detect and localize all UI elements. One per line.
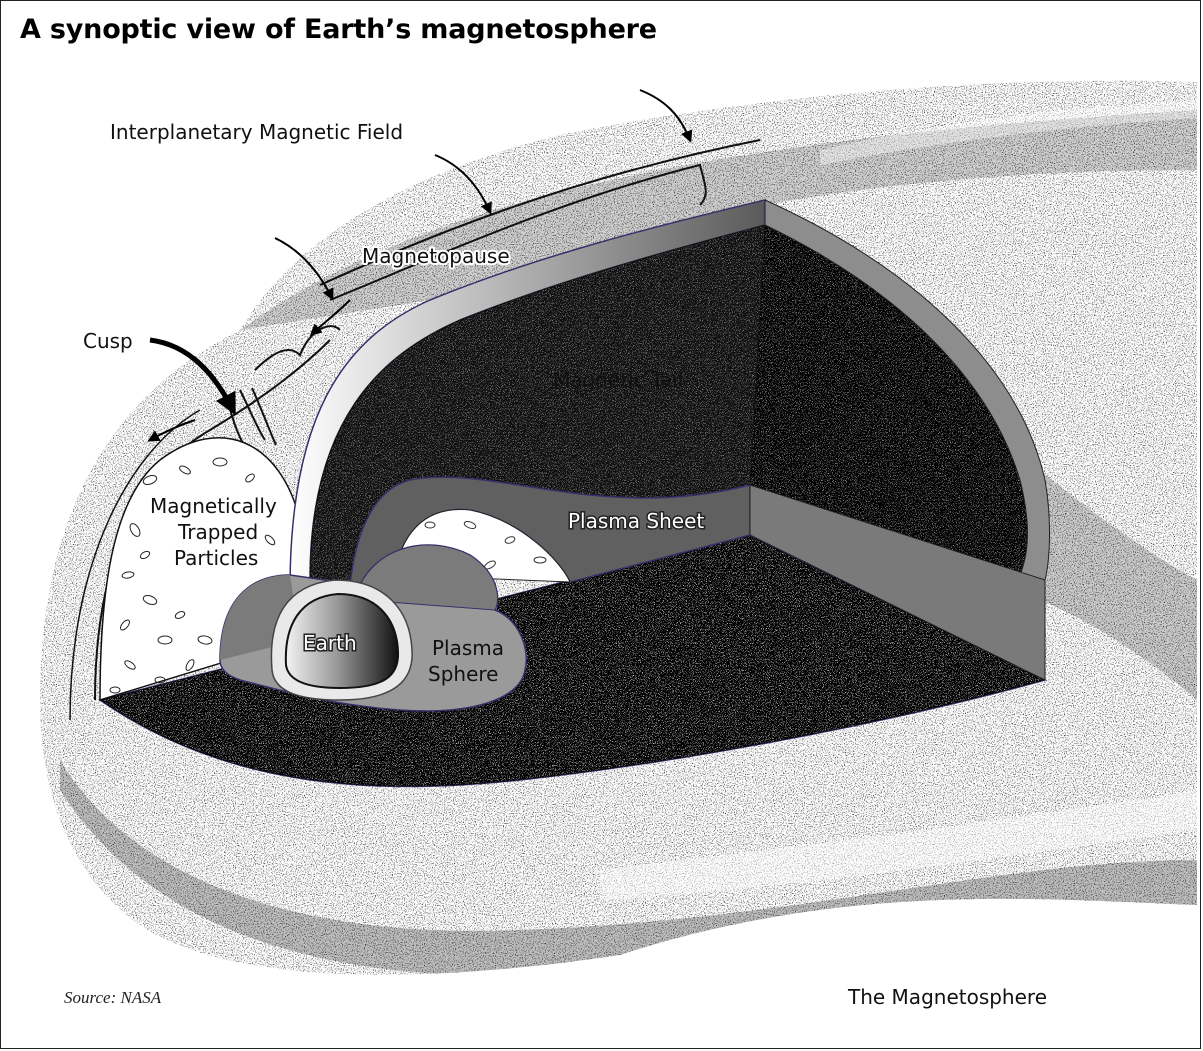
label-plasma-sphere-1: Plasma [432,636,504,660]
figure-caption: The Magnetosphere [848,985,1047,1009]
label-plasma-sphere-2: Sphere [428,662,498,686]
label-magnetic-tail: Magnetic Tail [553,368,683,392]
label-imf: Interplanetary Magnetic Field [110,120,403,144]
label-plasma-sheet: Plasma Sheet [568,509,704,533]
figure-title: A synoptic view of Earth’s magnetosphere [20,14,657,45]
source-note: Source: NASA [64,988,161,1008]
label-earth: Earth [303,631,357,655]
label-trapped-3: Particles [174,546,258,570]
label-trapped-2: Trapped [177,520,258,544]
label-cusp: Cusp [83,329,133,353]
label-magnetopause: Magnetopause [362,244,510,268]
label-trapped-1: Magnetically [150,494,277,518]
